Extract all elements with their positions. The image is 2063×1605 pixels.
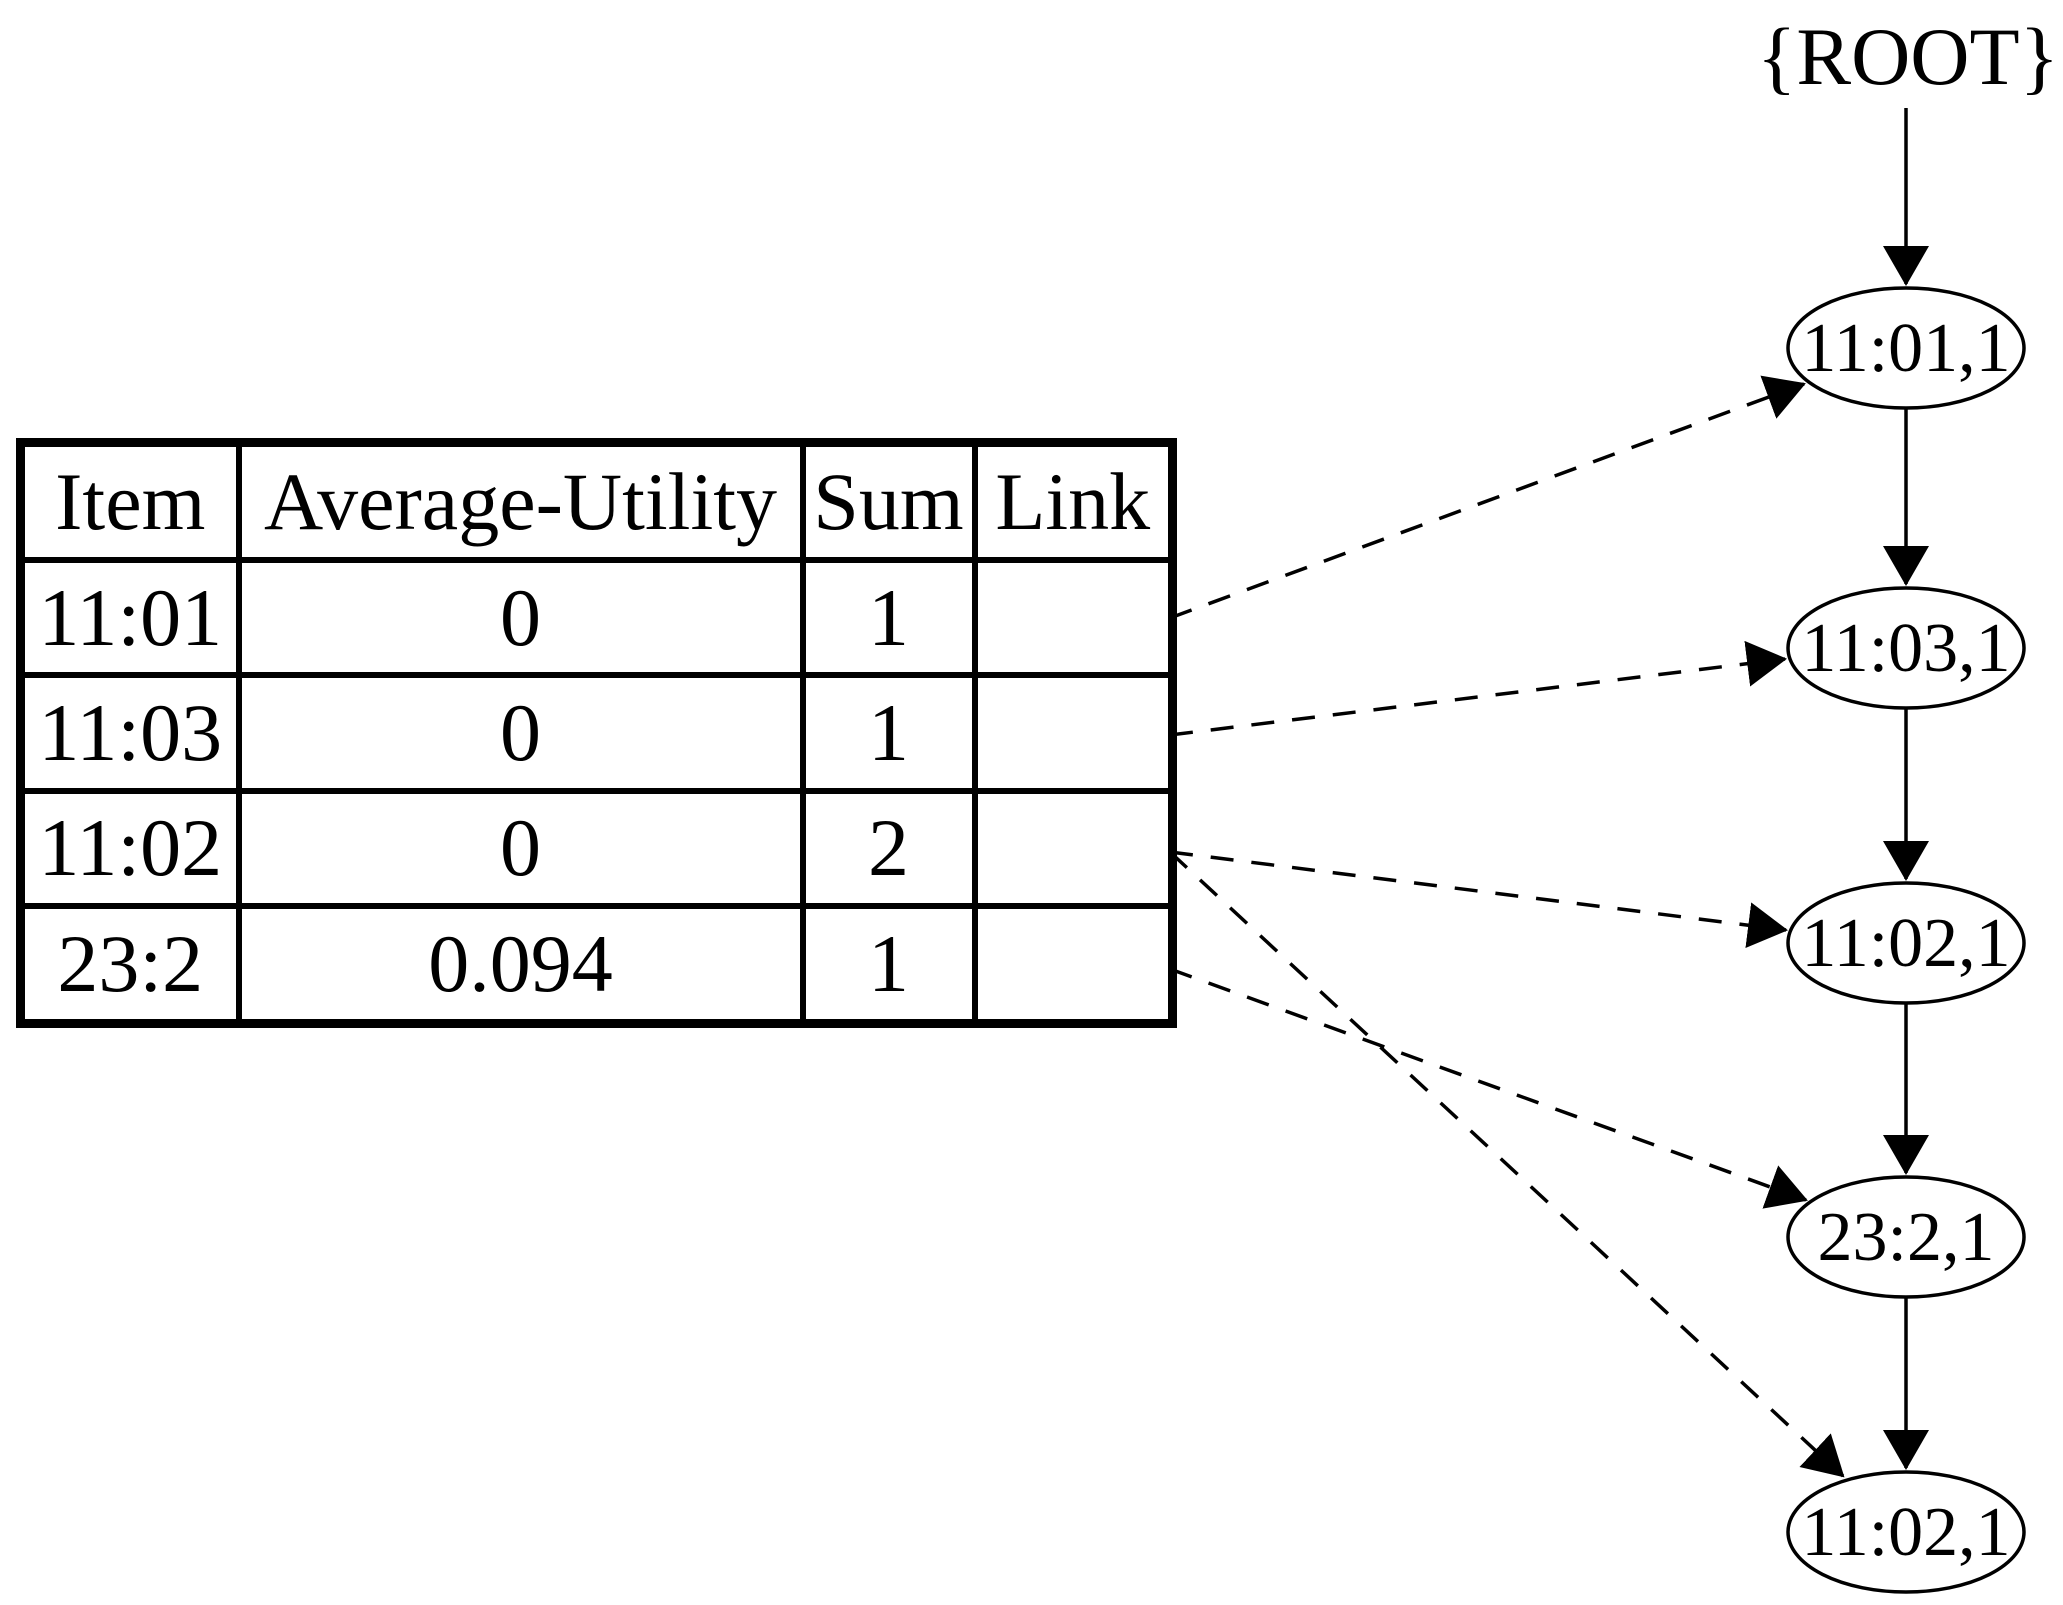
tree-node-label: 23:2,1	[1818, 1199, 1995, 1276]
tree-node: 11:02,1	[1786, 881, 2026, 1005]
cell-avg: 0.094	[235, 903, 806, 1027]
cell-link	[971, 903, 1176, 1027]
tree-node: 23:2,1	[1786, 1175, 2026, 1299]
cell-avg: 0	[235, 672, 806, 794]
col-header-average-utility: Average-Utility	[235, 439, 806, 563]
link-edge-row3-n3	[1169, 850, 1788, 949]
link-edge-row1-n1	[1169, 375, 1806, 620]
table-row: 11:02 0 2	[17, 787, 1176, 910]
col-header-sum: Sum	[799, 439, 978, 563]
cell-sum: 1	[799, 903, 978, 1027]
tree-node: 11:03,1	[1786, 586, 2026, 710]
tree-node-ellipse	[1786, 586, 2026, 710]
cell-item: 11:02	[17, 787, 242, 910]
item-link-table: Item Average-Utility Sum Link 11:01 0 1 …	[16, 438, 1177, 1028]
cell-link	[971, 787, 1176, 910]
cell-avg: 0	[235, 787, 806, 910]
col-header-item: Item	[17, 439, 242, 563]
tree-node-label: 11:01,1	[1801, 310, 2010, 387]
col-header-link: Link	[971, 439, 1176, 563]
tree-node-ellipse	[1786, 1470, 2026, 1594]
table-row: 11:01 0 1	[17, 556, 1176, 679]
link-edge-row2-n2	[1169, 640, 1787, 737]
cell-item: 11:01	[17, 556, 242, 679]
tree-node-label: 11:02,1	[1801, 1494, 2010, 1571]
cell-item: 23:2	[17, 903, 242, 1027]
tree-node: 11:01,1	[1786, 286, 2026, 410]
table-row: 11:03 0 1	[17, 672, 1176, 794]
tree-root-label: {ROOT}	[1757, 11, 2059, 102]
table-header-row: Item Average-Utility Sum Link	[17, 439, 1176, 563]
cell-sum: 1	[799, 556, 978, 679]
cell-link	[971, 556, 1176, 679]
cell-sum: 1	[799, 672, 978, 794]
tree-node-label: 11:02,1	[1801, 905, 2010, 982]
link-edge-row4-n4	[1169, 967, 1808, 1209]
tree-node-ellipse	[1786, 1175, 2026, 1299]
cell-link	[971, 672, 1176, 794]
tree-node-ellipse	[1786, 881, 2026, 1005]
link-edge-row3-n5	[1168, 850, 1845, 1478]
tree-node: 11:02,1	[1786, 1470, 2026, 1594]
tree-node-ellipse	[1786, 286, 2026, 410]
cell-item: 11:03	[17, 672, 242, 794]
table-row: 23:2 0.094 1	[17, 903, 1176, 1027]
cell-sum: 2	[799, 787, 978, 910]
tree-node-label: 11:03,1	[1801, 610, 2010, 687]
cell-avg: 0	[235, 556, 806, 679]
